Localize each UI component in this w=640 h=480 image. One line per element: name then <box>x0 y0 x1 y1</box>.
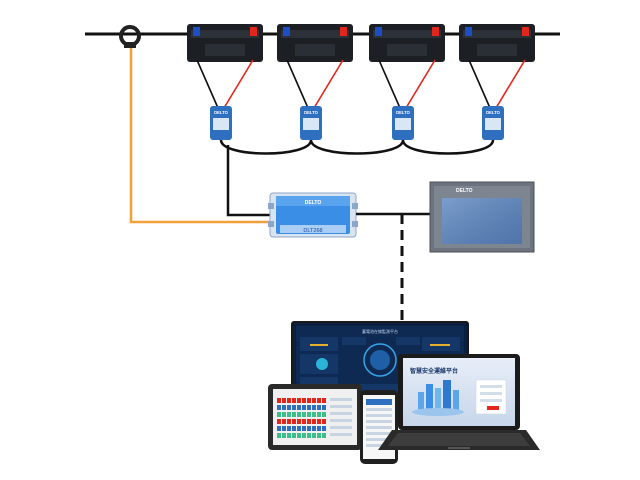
battery-unit <box>459 24 535 62</box>
positive-terminal <box>522 27 529 36</box>
battery-sensor-leads <box>196 59 526 109</box>
negative-terminal <box>375 27 382 36</box>
negative-terminal <box>193 27 200 36</box>
battery-sensor-modules: DELTO DELTO DELTO DELTO <box>210 106 504 140</box>
battery-unit <box>369 24 445 62</box>
positive-terminal <box>432 27 439 36</box>
collector-brand-label: DELTO <box>305 200 322 206</box>
positive-terminal <box>250 27 257 36</box>
laptop-screen-title: 智慧安全運維平台 <box>410 367 458 375</box>
battery-string <box>187 24 535 62</box>
negative-terminal <box>283 27 290 36</box>
smartphone-device <box>360 390 398 464</box>
monitor-header-title: 蓄電池在線監測平台 <box>362 328 398 334</box>
negative-lead <box>378 59 401 109</box>
battery-sensor: DELTO <box>300 106 322 140</box>
positive-lead <box>405 59 436 109</box>
sensor-brand-label: DELTO <box>396 110 411 115</box>
negative-lead <box>286 59 309 109</box>
sensor-comm-chain <box>219 139 495 155</box>
ct-signal-wire <box>129 48 276 224</box>
positive-lead <box>313 59 344 109</box>
battery-unit <box>187 24 263 62</box>
negative-lead <box>468 59 491 109</box>
current-clamp-sensor <box>119 25 141 48</box>
sensor-brand-label: DELTO <box>486 110 501 115</box>
collector-model-label: DLT268 <box>303 228 322 234</box>
negative-terminal <box>465 27 472 36</box>
battery-sensor: DELTO <box>392 106 414 140</box>
laptop-city-graphic <box>412 380 464 416</box>
data-collector: DELTO DLT268 <box>268 192 358 238</box>
positive-terminal <box>340 27 347 36</box>
sensor-brand-label: DELTO <box>214 110 229 115</box>
sensor-brand-label: DELTO <box>304 110 319 115</box>
tablet-status-grid <box>277 398 352 438</box>
positive-lead <box>495 59 526 109</box>
tablet-device <box>268 384 362 450</box>
hmi-display-panel: DELTO <box>429 181 535 253</box>
chain-to-collector-line <box>226 145 276 217</box>
battery-unit <box>277 24 353 62</box>
laptop-device: 智慧安全運維平台 <box>378 354 540 450</box>
negative-lead <box>196 59 219 109</box>
positive-lead <box>223 59 254 109</box>
battery-sensor: DELTO <box>210 106 232 140</box>
battery-sensor: DELTO <box>482 106 504 140</box>
panel-brand-label: DELTO <box>456 188 473 194</box>
